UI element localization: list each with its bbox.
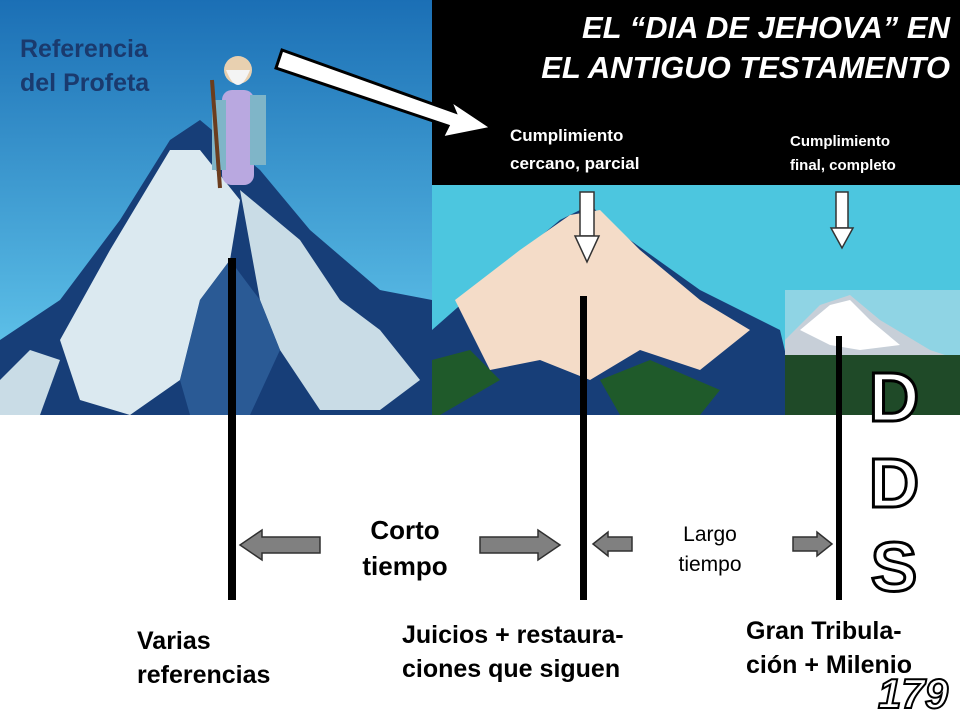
timeline-bar-prophet [228,258,236,600]
short-time-right-arrow [479,528,562,562]
long-time-line-2: tiempo [678,553,742,576]
slide-number: 179 [877,669,949,718]
prophet-reference-line-2: del Profeta [20,69,150,97]
judgments-label: Juicios + restaura- ciones que siguen [402,618,624,686]
title-line-1: EL “DIA DE JEHOVA” EN [581,10,950,45]
short-time-left-arrow [238,528,321,562]
final-fulfillment-line-2: final, completo [790,157,896,174]
short-time-line-1: Corto [370,515,440,545]
prophet-reference-line-1: Referencia [20,35,148,63]
logo-letter-2: D [867,444,921,522]
various-references-line-1: Varias [137,627,211,655]
prophet-reference-label: Referencia del Profeta [20,32,149,100]
logo-letter-3: S [869,528,919,606]
timeline-bar-final [836,336,842,600]
various-references-line-2: referencias [137,661,271,689]
short-time-label: Corto tiempo [352,512,458,584]
near-fulfillment-label: Cumplimiento cercano, parcial [510,122,639,178]
title-background [432,0,960,185]
title-line-2: EL ANTIGUO TESTAMENTO [541,50,950,85]
long-time-right-arrow [792,530,834,558]
slide-title: EL “DIA DE JEHOVA” EN EL ANTIGUO TESTAME… [440,8,950,88]
near-fulfillment-line-1: Cumplimiento [510,126,624,145]
tribulation-label: Gran Tribula- ción + Milenio [746,614,912,682]
tribulation-line-2: ción + Milenio [746,651,912,679]
long-time-left-arrow [591,530,633,558]
logo-letter-1: D [867,358,921,436]
short-time-line-2: tiempo [362,551,448,581]
near-down-arrow [573,191,601,264]
final-down-arrow [829,191,855,250]
judgments-line-1: Juicios + restaura- [402,621,624,649]
final-mountain [785,290,960,415]
various-references-label: Varias referencias [137,624,270,692]
near-mountain [432,205,800,415]
prophecy-arrow [274,48,496,141]
prophet-figure [210,56,266,189]
long-time-label: Largo tiempo [660,520,760,580]
judgments-line-2: ciones que siguen [402,655,621,683]
near-fulfillment-line-2: cercano, parcial [510,154,640,173]
long-time-line-1: Largo [683,523,737,546]
timeline-bar-near [580,296,587,600]
final-fulfillment-label: Cumplimiento final, completo [790,130,896,178]
final-fulfillment-line-1: Cumplimiento [790,133,890,150]
tribulation-line-1: Gran Tribula- [746,617,902,645]
